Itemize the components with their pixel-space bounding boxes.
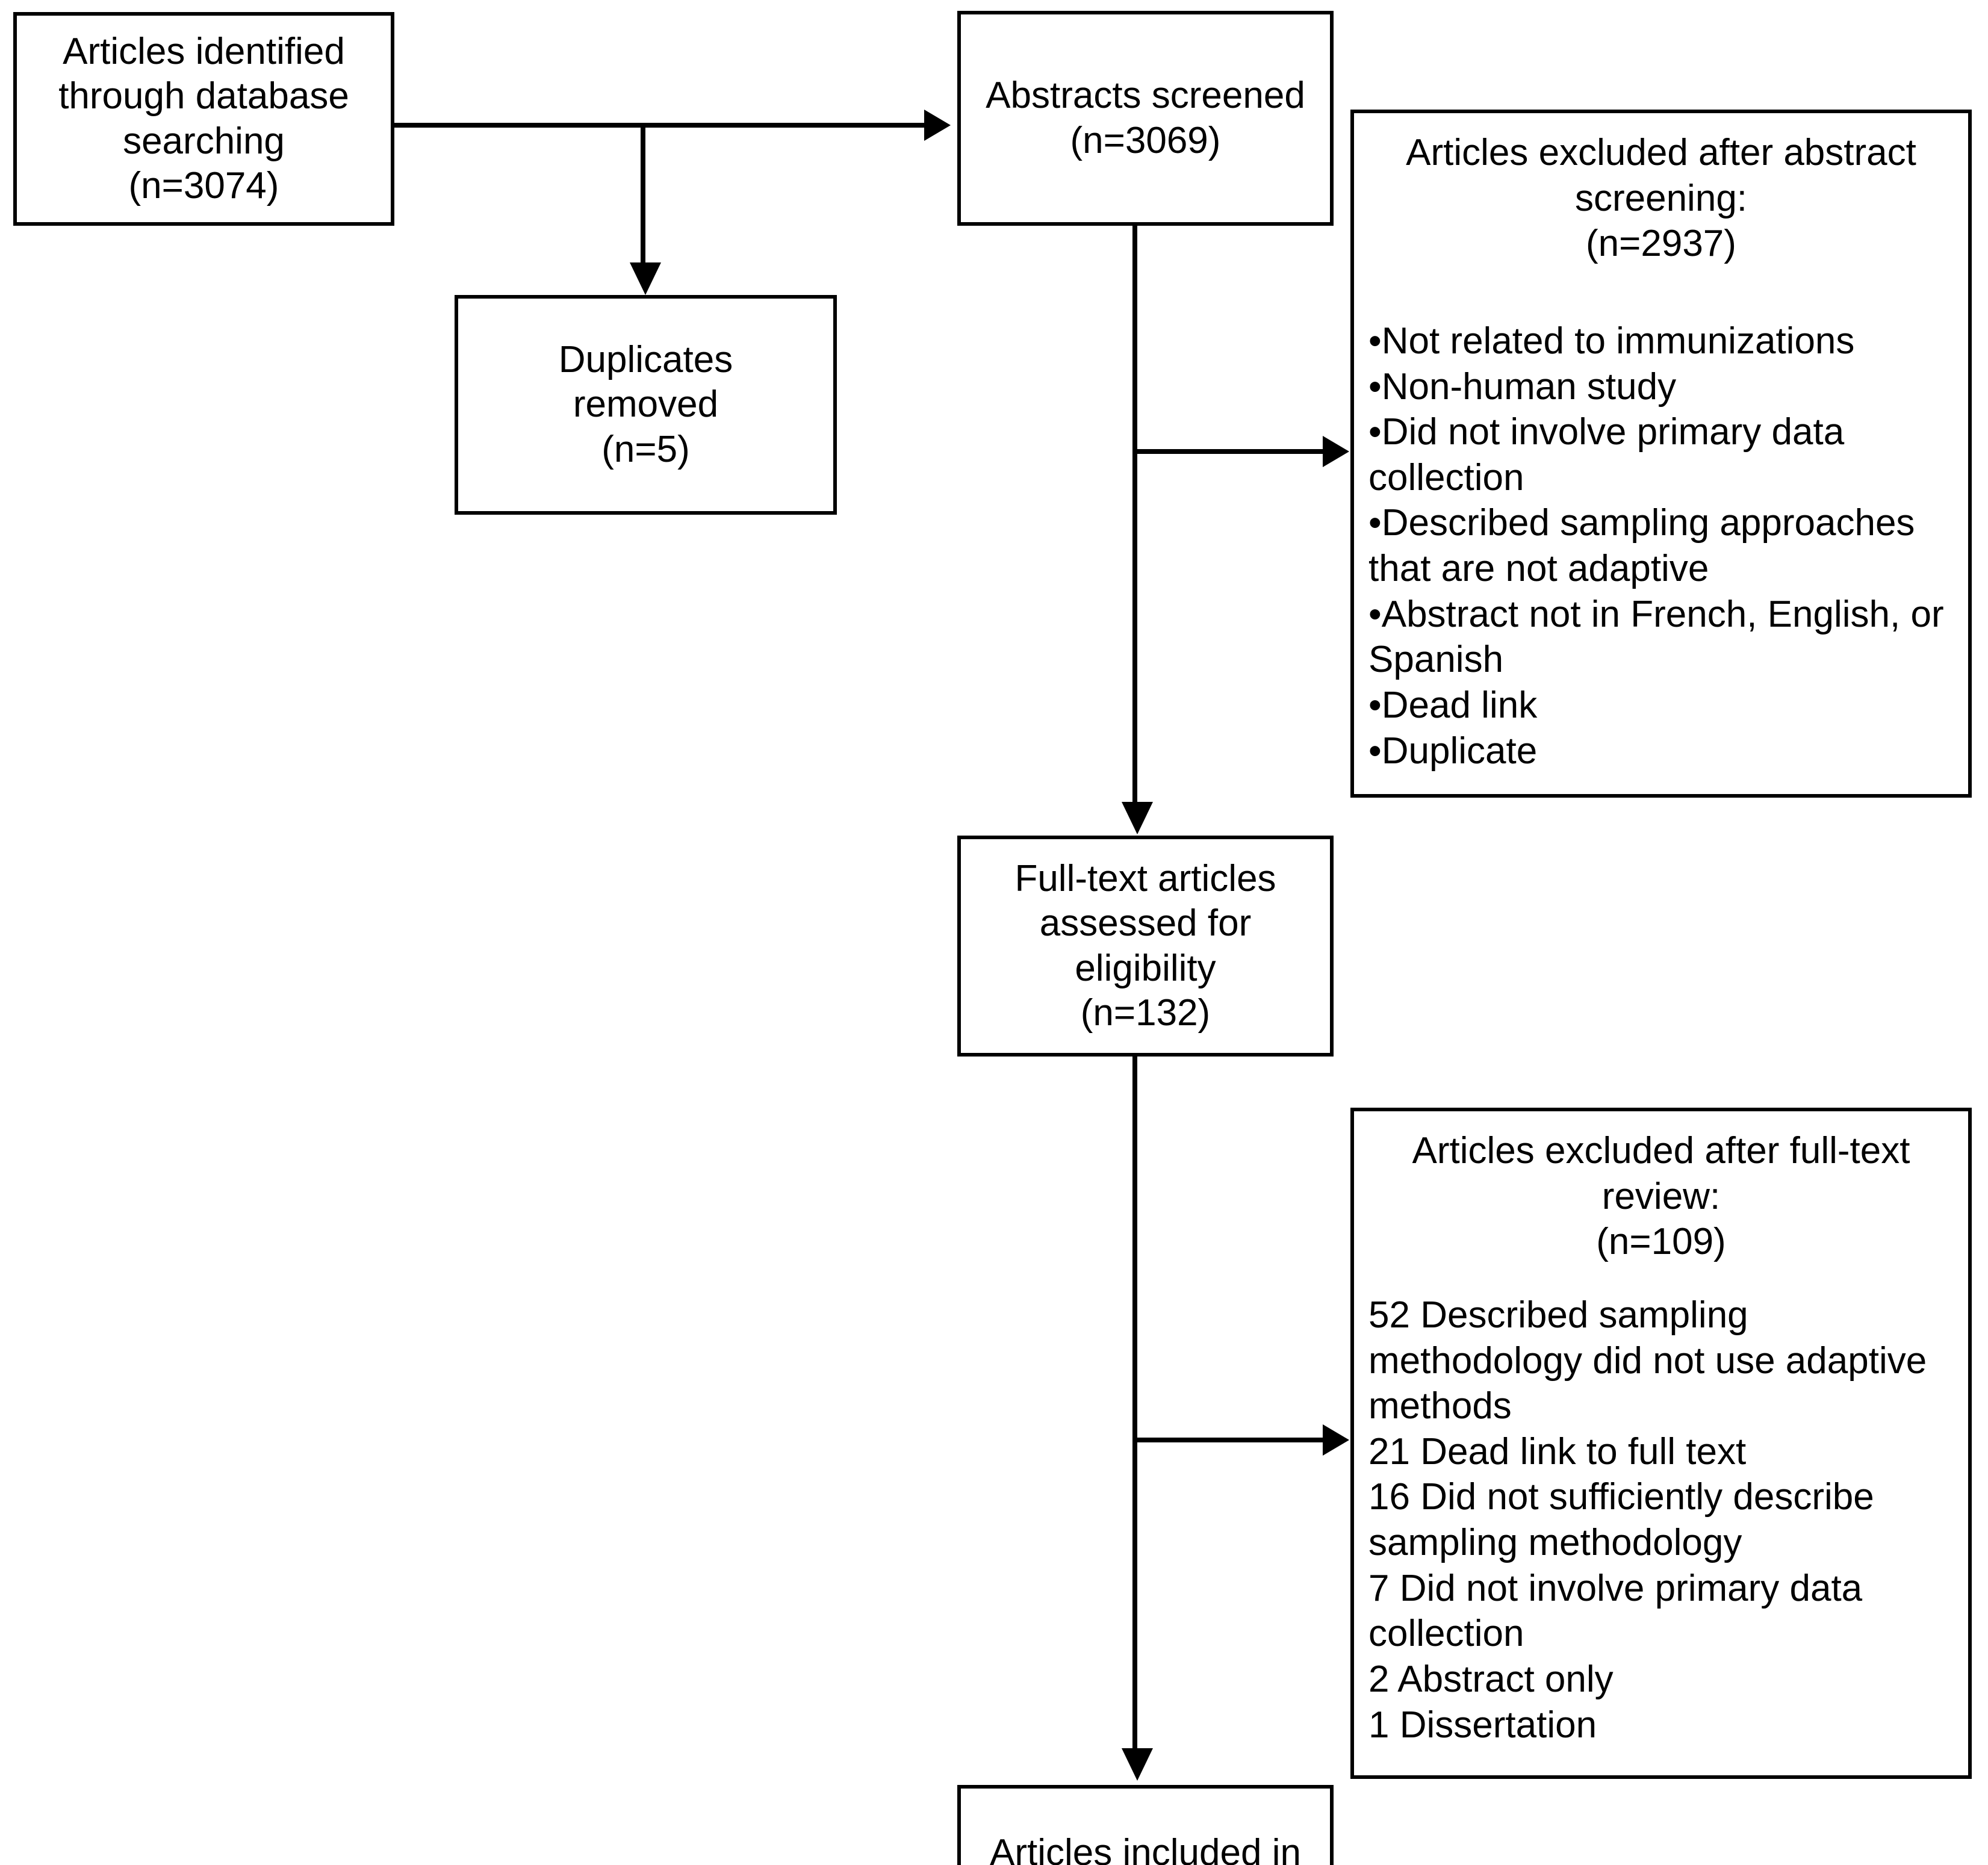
node-fulltext-articles-assessed: Full-text articles assessed for eligibil… bbox=[957, 836, 1334, 1057]
node-articles-identified: Articles identified through database sea… bbox=[13, 12, 394, 226]
excluded-abstract-reason-item: Non-human study bbox=[1368, 364, 1955, 410]
arrowhead-to-duplicates bbox=[630, 262, 661, 295]
excluded-fulltext-reason-item: 16 Did not sufficiently describe samplin… bbox=[1368, 1476, 1874, 1563]
node-abstracts-screened: Abstracts screened (n=3069) bbox=[957, 11, 1334, 226]
arrowhead-to-excluded-abstract bbox=[1323, 436, 1349, 467]
node-articles-identified-label: Articles identified through database sea… bbox=[58, 30, 349, 206]
excluded-fulltext-reason-item: 1 Dissertation bbox=[1368, 1704, 1597, 1746]
node-fulltext-articles-assessed-label: Full-text articles assessed for eligibil… bbox=[1014, 857, 1276, 1034]
excluded-abstract-reason-list: Not related to immunizationsNon-human st… bbox=[1354, 318, 1968, 774]
arrowhead-to-included bbox=[1122, 1748, 1153, 1781]
node-duplicates-removed: Duplicates removed (n=5) bbox=[455, 295, 837, 515]
excluded-fulltext-reason-item: 2 Abstract only bbox=[1368, 1658, 1614, 1700]
connector-screened-to-fulltext bbox=[1132, 226, 1137, 804]
excluded-fulltext-reason-list: 52 Described sampling methodology did no… bbox=[1354, 1292, 1968, 1748]
excluded-fulltext-spacer bbox=[1354, 1265, 1968, 1292]
excluded-abstract-reason-item: Not related to immunizations bbox=[1368, 318, 1955, 364]
node-articles-included-in-review: Articles included in review (n=23) bbox=[957, 1785, 1334, 1865]
excluded-abstract-reason-item: Dead link bbox=[1368, 683, 1955, 728]
excluded-abstract-reason-item: Described sampling approaches that are n… bbox=[1368, 500, 1955, 591]
node-abstracts-screened-label: Abstracts screened (n=3069) bbox=[986, 75, 1305, 161]
excluded-abstract-reason-item: Abstract not in French, English, or Span… bbox=[1368, 592, 1955, 683]
excluded-fulltext-heading: Articles excluded after full-text review… bbox=[1412, 1130, 1910, 1263]
node-articles-excluded-after-abstract-screening: Articles excluded after abstract screeni… bbox=[1350, 110, 1972, 798]
excluded-fulltext-reason-item: 52 Described sampling methodology did no… bbox=[1368, 1294, 1927, 1427]
excluded-fulltext-reason-item: 21 Dead link to full text bbox=[1368, 1430, 1747, 1472]
connector-identified-to-screened bbox=[394, 123, 924, 128]
connector-to-excluded-fulltext bbox=[1132, 1438, 1325, 1442]
excluded-abstract-reason-item: Duplicate bbox=[1368, 728, 1955, 774]
node-duplicates-removed-label: Duplicates removed (n=5) bbox=[558, 338, 733, 470]
excluded-abstract-spacer bbox=[1354, 267, 1968, 318]
node-articles-excluded-after-fulltext-review: Articles excluded after full-text review… bbox=[1350, 1108, 1972, 1779]
excluded-abstract-heading: Articles excluded after abstract screeni… bbox=[1406, 132, 1916, 265]
arrowhead-to-fulltext bbox=[1122, 802, 1153, 834]
arrowhead-to-screened bbox=[924, 110, 951, 141]
connector-to-excluded-abstract bbox=[1132, 449, 1325, 454]
node-articles-included-in-review-label: Articles included in review (n=23) bbox=[990, 1831, 1301, 1865]
excluded-fulltext-reason-item: 7 Did not involve primary data collectio… bbox=[1368, 1567, 1863, 1655]
excluded-abstract-reason-item: Did not involve primary data collection bbox=[1368, 409, 1955, 500]
connector-branch-to-duplicates bbox=[641, 123, 645, 265]
connector-fulltext-to-included bbox=[1132, 1057, 1137, 1750]
arrowhead-to-excluded-fulltext bbox=[1323, 1424, 1349, 1456]
